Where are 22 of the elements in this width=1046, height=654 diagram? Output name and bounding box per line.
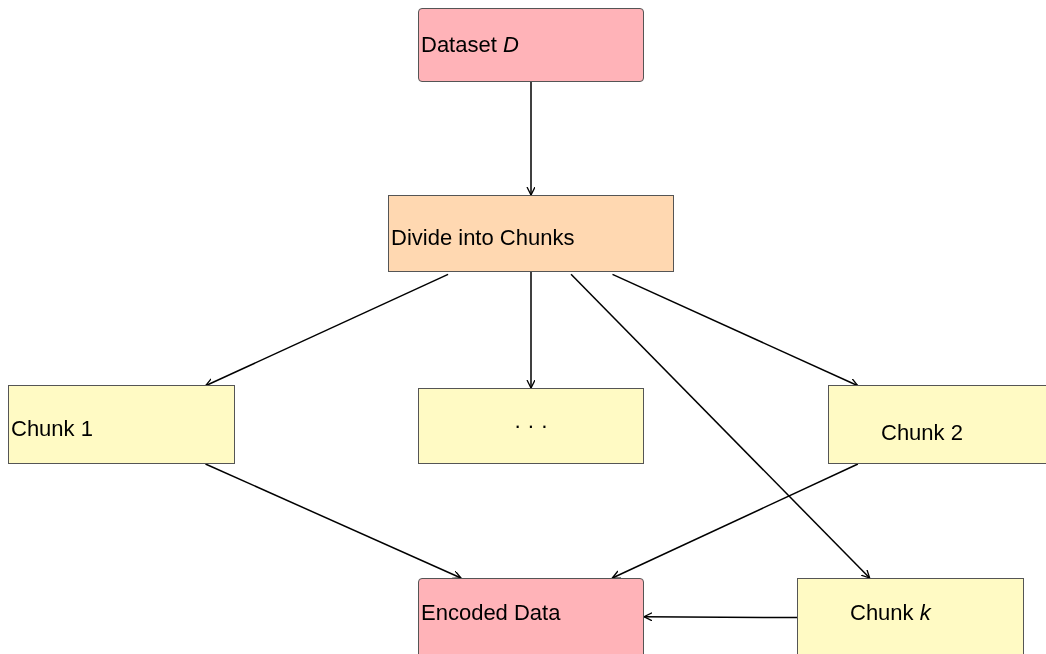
arrow (611, 463, 859, 579)
box-label: Dataset D (421, 32, 519, 58)
box-label: Chunk 1 (11, 415, 93, 442)
box-label: Chunk 2 (881, 419, 963, 446)
process-box (388, 195, 674, 272)
arrow (526, 271, 536, 389)
process-box (418, 8, 644, 82)
box-label: Chunk k (850, 600, 931, 626)
process-box (418, 388, 644, 464)
arrow (570, 273, 871, 579)
box-label: Encoded Data (421, 600, 561, 626)
arrow (611, 273, 859, 387)
arrow (204, 273, 449, 387)
arrow (526, 81, 536, 196)
process-box (828, 385, 1046, 464)
process-box (418, 578, 644, 654)
process-box (8, 385, 235, 464)
box-label: · · · (513, 413, 549, 439)
arrow (204, 463, 462, 580)
box-label: Divide into Chunks (391, 224, 575, 251)
arrow (643, 612, 798, 622)
process-box (797, 578, 1024, 654)
